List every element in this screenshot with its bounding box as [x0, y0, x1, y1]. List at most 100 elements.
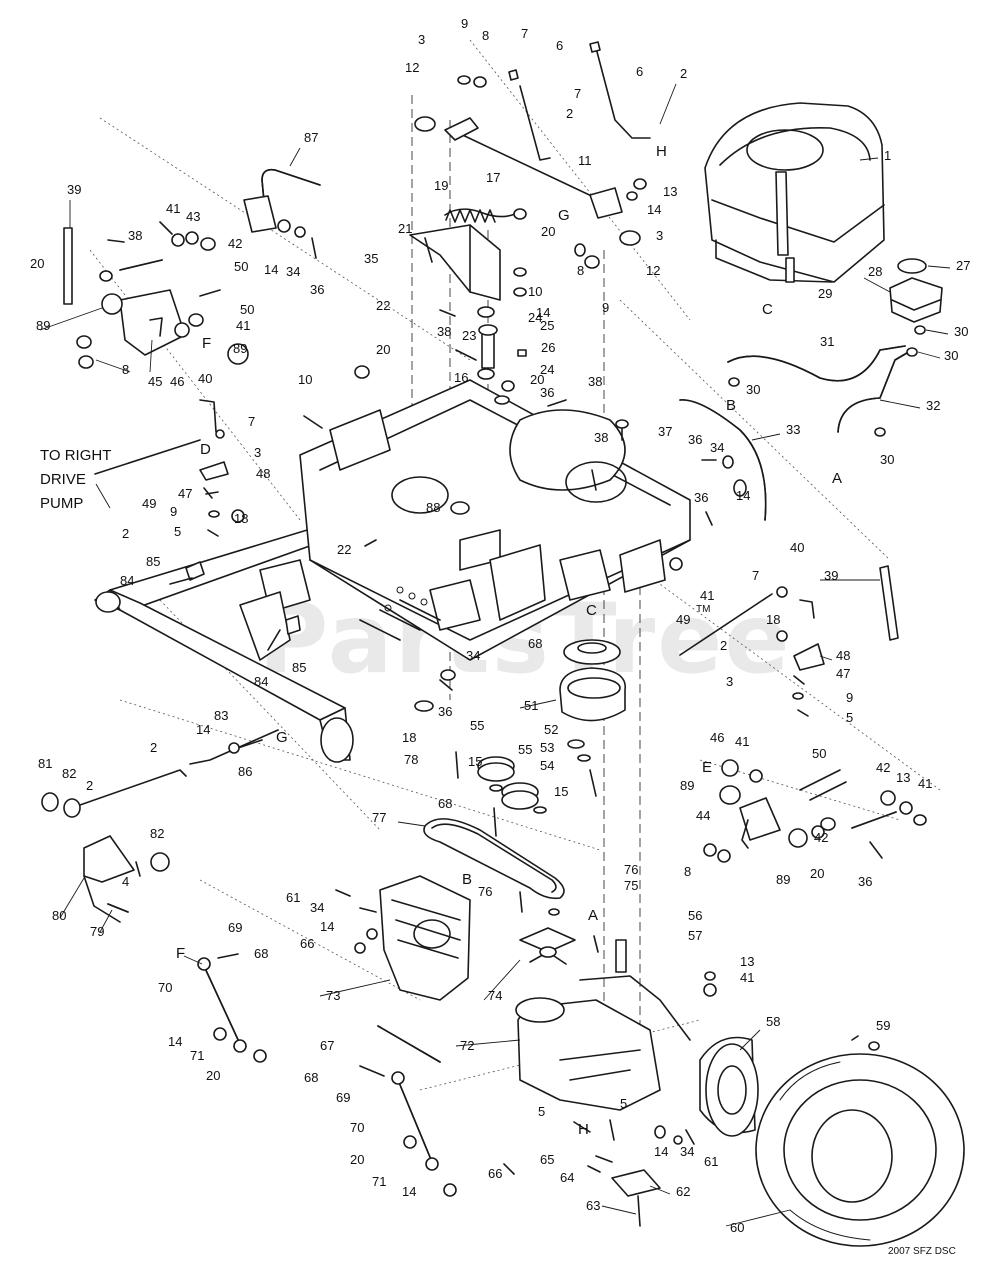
left-drive-rod [94, 399, 229, 537]
callout-12: 12 [405, 60, 419, 75]
callout-22: 22 [376, 298, 390, 313]
callout-53: 53 [540, 740, 554, 755]
connection-letter-f: F [202, 335, 211, 352]
callout-34: 34 [710, 440, 724, 455]
callout-42: 42 [876, 760, 890, 775]
callout-34: 34 [286, 264, 300, 279]
callout-37: 37 [658, 424, 672, 439]
callout-48: 48 [256, 466, 270, 481]
callout-49: 49 [676, 612, 690, 627]
callout-74: 74 [488, 988, 502, 1003]
callout-5: 5 [620, 1096, 627, 1111]
callout-67: 67 [320, 1038, 334, 1053]
callout-88: 88 [426, 500, 440, 515]
callout-14: 14 [402, 1184, 416, 1199]
lower-hardware [335, 889, 717, 1227]
callout-36: 36 [688, 432, 702, 447]
callout-81: 81 [38, 756, 52, 771]
callout-36: 36 [858, 874, 872, 889]
tie-rods [197, 953, 457, 1197]
callout-20: 20 [541, 224, 555, 239]
callout-41: 41 [166, 201, 180, 216]
callout-68: 68 [438, 796, 452, 811]
callout-40: 40 [198, 371, 212, 386]
watermark-tm: TM [696, 604, 710, 615]
callout-20: 20 [30, 256, 44, 271]
callout-50: 50 [234, 259, 248, 274]
callout-24: 24 [528, 310, 542, 325]
connection-letter-b: B [726, 397, 736, 414]
callout-50: 50 [240, 302, 254, 317]
callout-14: 14 [654, 1144, 668, 1159]
callout-13: 13 [896, 770, 910, 785]
connection-letter-c: C [586, 602, 597, 619]
callout-8: 8 [577, 263, 584, 278]
callout-41: 41 [236, 318, 250, 333]
callout-14: 14 [536, 305, 550, 320]
callout-55: 55 [470, 718, 484, 733]
left-steering-linkage [63, 221, 249, 369]
callout-18: 18 [766, 612, 780, 627]
callout-12: 12 [646, 263, 660, 278]
callout-30: 30 [746, 382, 760, 397]
connection-letter-h: H [656, 143, 667, 160]
callout-73: 73 [326, 988, 340, 1003]
connection-letter-h: H [578, 1121, 589, 1138]
hoses [679, 345, 913, 521]
callout-3: 3 [418, 32, 425, 47]
callout-14: 14 [168, 1034, 182, 1049]
callout-7: 7 [521, 26, 528, 41]
callout-15: 15 [554, 784, 568, 799]
callout-8: 8 [482, 28, 489, 43]
callout-44: 44 [696, 808, 710, 823]
callout-33: 33 [786, 422, 800, 437]
callout-45: 45 [148, 374, 162, 389]
engine [704, 102, 885, 283]
callout-57: 57 [688, 928, 702, 943]
callout-18: 18 [402, 730, 416, 745]
callout-19: 19 [434, 178, 448, 193]
callout-83: 83 [214, 708, 228, 723]
callout-58: 58 [766, 1014, 780, 1029]
connection-letter-g: G [558, 207, 570, 224]
callout-89: 89 [776, 872, 790, 887]
callout-35: 35 [364, 251, 378, 266]
callout-6: 6 [636, 64, 643, 79]
callout-71: 71 [190, 1048, 204, 1063]
callout-6: 6 [556, 38, 563, 53]
callout-48: 48 [836, 648, 850, 663]
connection-letter-b: B [462, 871, 472, 888]
callout-89: 89 [36, 318, 50, 333]
callout-20: 20 [350, 1152, 364, 1167]
callout-2: 2 [150, 740, 157, 755]
callout-55: 55 [518, 742, 532, 757]
callout-85: 85 [146, 554, 160, 569]
callout-20: 20 [810, 866, 824, 881]
callout-16: 16 [454, 370, 468, 385]
callout-66: 66 [300, 936, 314, 951]
copyright-text: 2007 SFZ DSC [888, 1246, 956, 1257]
callout-82: 82 [62, 766, 76, 781]
callout-9: 9 [602, 300, 609, 315]
callout-3: 3 [656, 228, 663, 243]
callout-20: 20 [530, 372, 544, 387]
callout-2: 2 [86, 778, 93, 793]
callout-70: 70 [158, 980, 172, 995]
callout-56: 56 [688, 908, 702, 923]
callout-25: 25 [540, 318, 554, 333]
callout-2: 2 [720, 638, 727, 653]
callout-42: 42 [228, 236, 242, 251]
callout-18: 18 [234, 511, 248, 526]
callout-69: 69 [228, 920, 242, 935]
callout-51: 51 [524, 698, 538, 713]
left-lower-linkage [41, 729, 279, 923]
callout-38: 38 [437, 324, 451, 339]
callout-84: 84 [120, 573, 134, 588]
note-line-2: DRIVE [40, 471, 86, 488]
callout-43: 43 [186, 209, 200, 224]
callout-71: 71 [372, 1174, 386, 1189]
callout-34: 34 [310, 900, 324, 915]
callout-61: 61 [704, 1154, 718, 1169]
callout-68: 68 [528, 636, 542, 651]
